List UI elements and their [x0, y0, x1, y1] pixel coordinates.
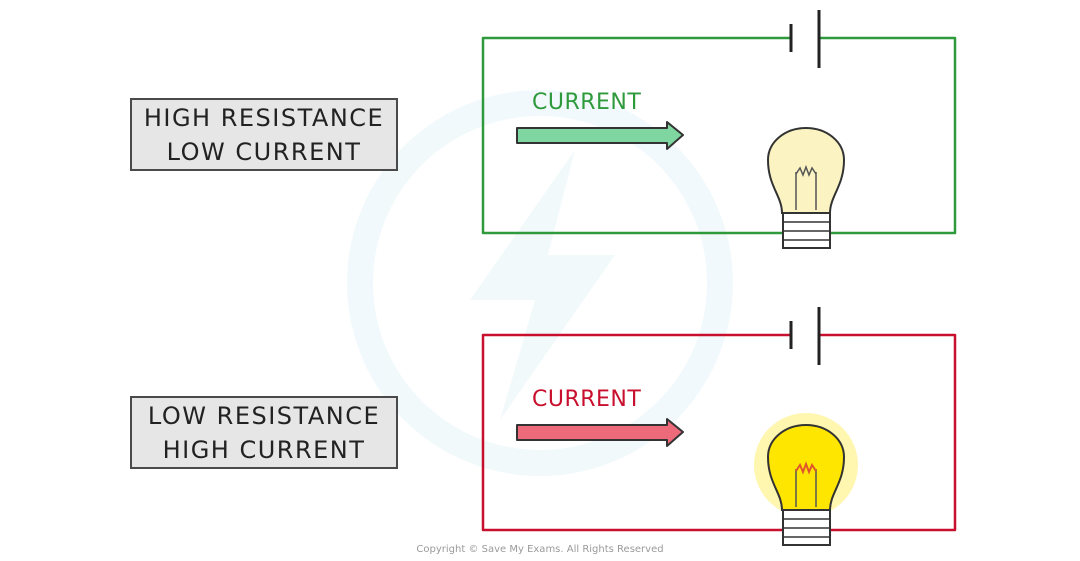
battery-bottom: [789, 307, 821, 365]
label-bottom-line1: LOW RESISTANCE: [147, 401, 381, 430]
circuit-bottom: [481, 307, 957, 546]
bulb-top-dim: [766, 126, 846, 249]
circuit-wire-bottom: [481, 333, 957, 532]
circuit-wire-top: [481, 36, 957, 235]
circuit-top: [481, 10, 957, 249]
label-top-line1: HIGH RESISTANCE: [143, 103, 385, 132]
watermark-logo: [347, 90, 733, 476]
battery-top: [789, 10, 821, 68]
label-box-top: HIGH RESISTANCE LOW CURRENT: [130, 98, 398, 171]
current-label-top: CURRENT: [532, 90, 642, 115]
arrow-top: [516, 121, 684, 150]
label-box-bottom: LOW RESISTANCE HIGH CURRENT: [130, 396, 398, 469]
label-bottom-line2: HIGH CURRENT: [162, 435, 366, 464]
arrow-bottom: [516, 418, 684, 447]
current-label-bottom: CURRENT: [532, 387, 642, 412]
label-top-line2: LOW CURRENT: [166, 137, 362, 166]
copyright-footer: Copyright © Save My Exams. All Rights Re…: [416, 544, 664, 555]
bulb-bottom-bright: [754, 413, 858, 546]
